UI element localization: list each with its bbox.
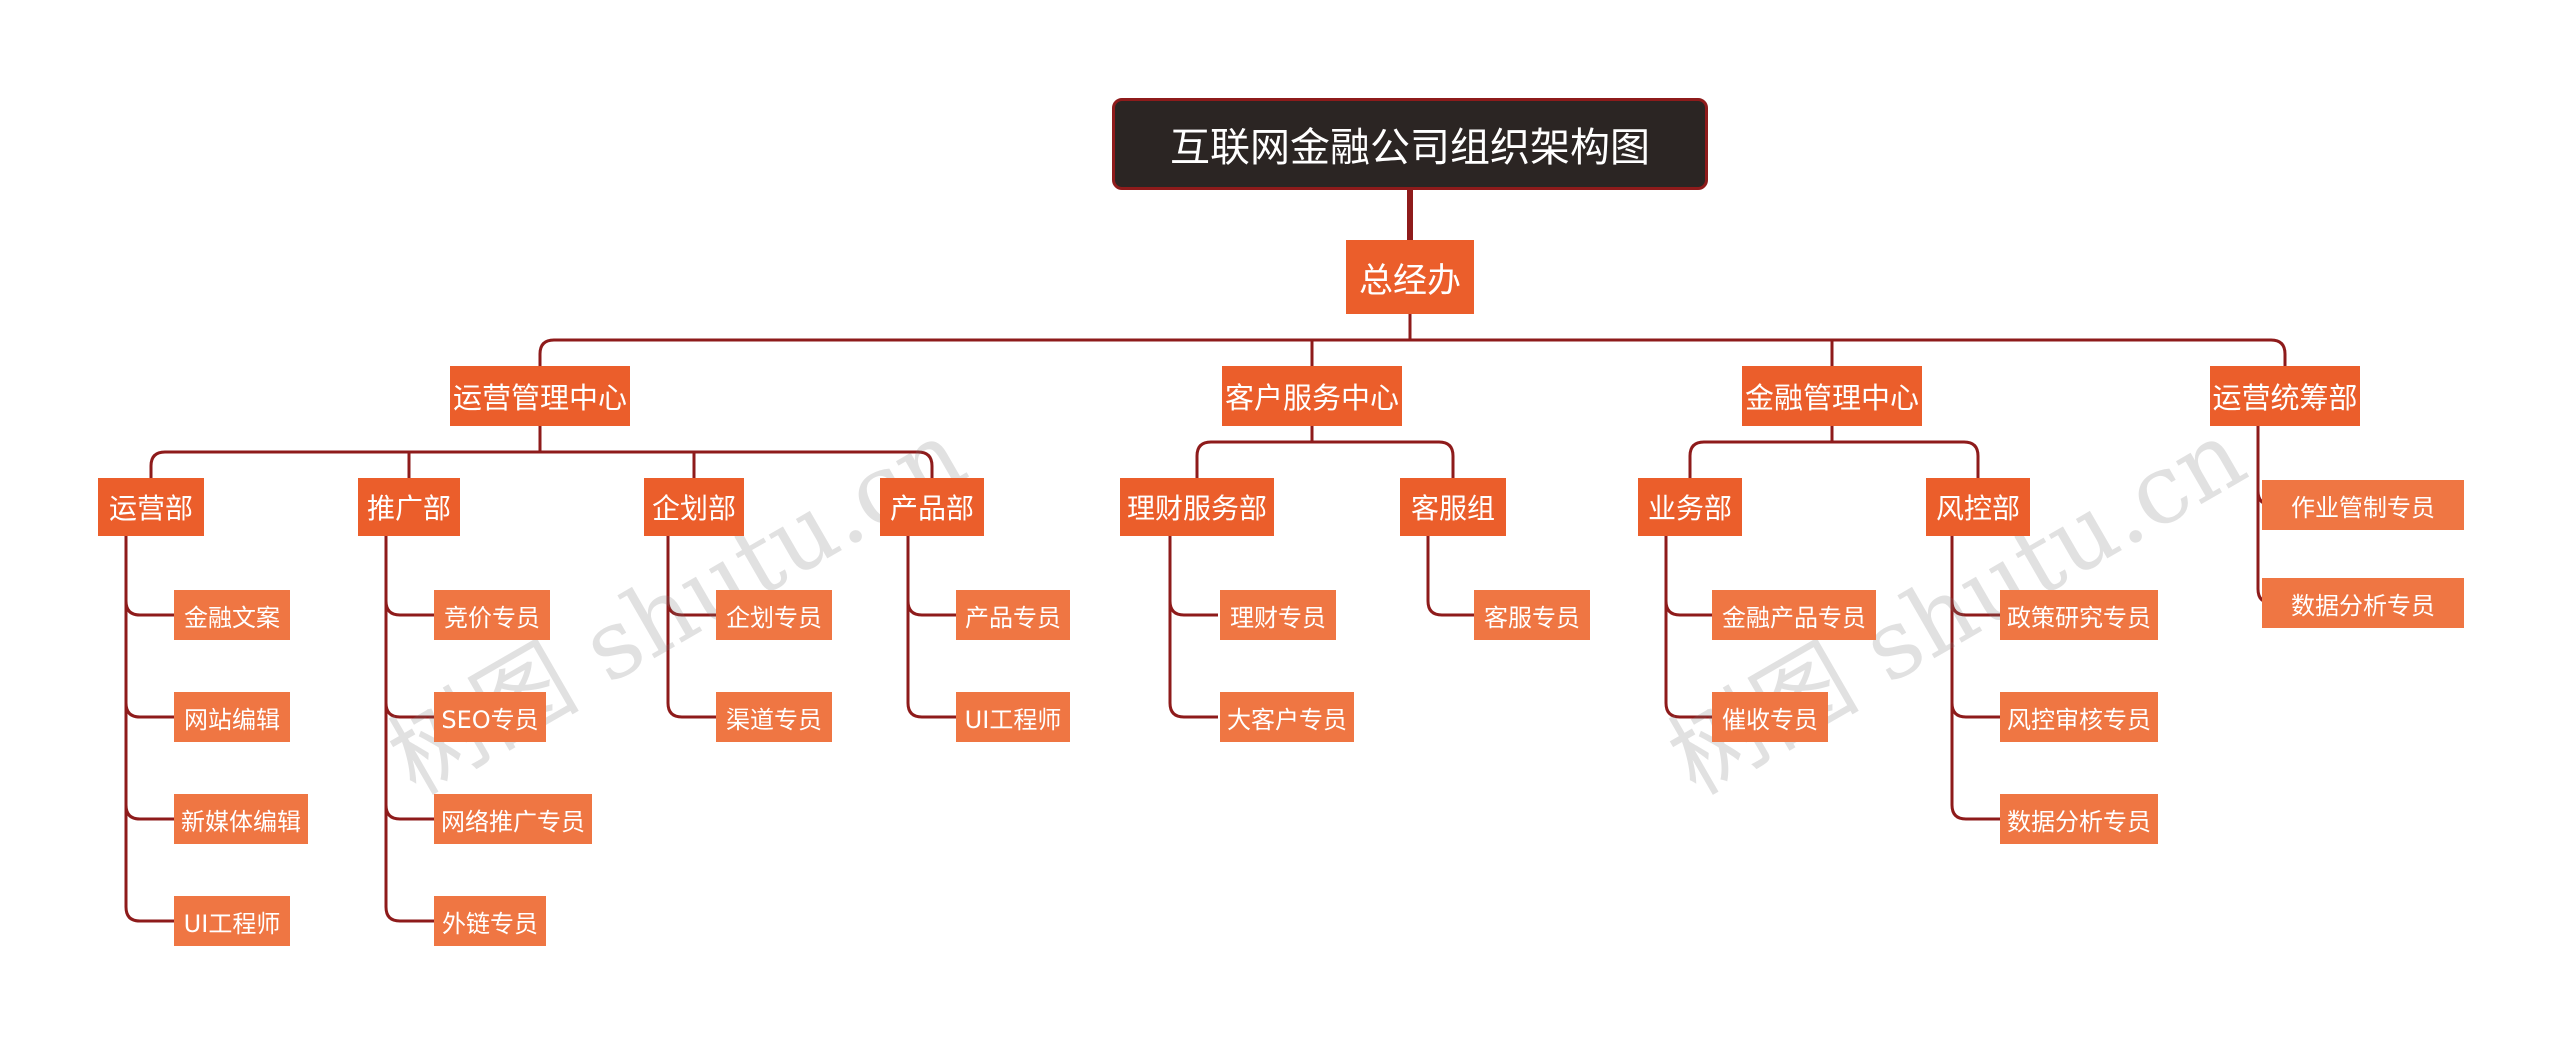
connector-line-17 bbox=[384, 536, 434, 923]
dept-licai: 理财服务部 bbox=[1120, 478, 1274, 536]
role-shuju-fenxi-2: 数据分析专员 bbox=[2262, 578, 2464, 628]
dept-qihua: 企划部 bbox=[644, 478, 744, 536]
role-ui-engineer: UI工程师 bbox=[174, 896, 290, 946]
role-ui-engineer-2: UI工程师 bbox=[956, 692, 1070, 742]
role-xinmeiti-bianji: 新媒体编辑 bbox=[174, 794, 308, 844]
role-zhengce-yanjiu: 政策研究专员 bbox=[2000, 590, 2158, 640]
connector-line-15 bbox=[124, 702, 174, 719]
role-chanpin: 产品专员 bbox=[956, 590, 1070, 640]
node-general-office: 总经办 bbox=[1346, 240, 1474, 314]
connector-line-32 bbox=[1950, 702, 2000, 719]
role-wangzhan-bianji: 网站编辑 bbox=[174, 692, 290, 742]
role-zuoye-guanzhi: 作业管制专员 bbox=[2262, 480, 2464, 530]
role-jingjia: 竞价专员 bbox=[434, 590, 550, 640]
dept-yewu: 业务部 bbox=[1638, 478, 1742, 536]
connector-line-22 bbox=[666, 600, 716, 617]
role-qudao: 渠道专员 bbox=[716, 692, 832, 742]
connector-line-26 bbox=[1168, 600, 1218, 617]
dept-yunying: 运营部 bbox=[98, 478, 204, 536]
connector-line-24 bbox=[906, 600, 956, 617]
node-ops-coordination: 运营统筹部 bbox=[2210, 366, 2360, 426]
dept-chanpin: 产品部 bbox=[880, 478, 984, 536]
connector-line-30 bbox=[1950, 536, 2000, 821]
role-licai: 理财专员 bbox=[1220, 590, 1336, 640]
role-qihua: 企划专员 bbox=[716, 590, 832, 640]
connector-line-21 bbox=[666, 536, 716, 719]
role-shuju-fenxi: 数据分析专员 bbox=[2000, 794, 2158, 844]
connector-line-19 bbox=[384, 702, 434, 719]
connector-line-23 bbox=[906, 536, 956, 719]
role-cuishou: 催收专员 bbox=[1712, 692, 1828, 742]
connector-line-18 bbox=[384, 600, 434, 617]
connector-line-28 bbox=[1664, 536, 1714, 719]
dept-fengkong: 风控部 bbox=[1926, 478, 2030, 536]
role-kefu: 客服专员 bbox=[1474, 590, 1590, 640]
connector-line-13 bbox=[124, 536, 174, 923]
connector-line-27 bbox=[1426, 536, 1476, 617]
connector-line-16 bbox=[124, 804, 174, 821]
connector-line-20 bbox=[384, 804, 434, 821]
role-wangluo-tuiguang: 网络推广专员 bbox=[434, 794, 592, 844]
role-seo: SEO专员 bbox=[434, 692, 546, 742]
role-jinrong-wenan: 金融文案 bbox=[174, 590, 290, 640]
role-wailian: 外链专员 bbox=[434, 896, 546, 946]
role-jinrong-chanpin: 金融产品专员 bbox=[1712, 590, 1876, 640]
dept-tuiguang: 推广部 bbox=[358, 478, 460, 536]
role-fengkong-shenhe: 风控审核专员 bbox=[2000, 692, 2158, 742]
connector-line-29 bbox=[1664, 600, 1714, 617]
connector-line-10 bbox=[1195, 440, 1455, 478]
connector-line-2 bbox=[538, 338, 2287, 366]
node-customer-center: 客户服务中心 bbox=[1222, 366, 1402, 426]
connector-line-25 bbox=[1168, 536, 1218, 719]
dept-kefu: 客服组 bbox=[1400, 478, 1506, 536]
node-ops-center: 运营管理中心 bbox=[450, 366, 630, 426]
chart-title: 互联网金融公司组织架构图 bbox=[1112, 98, 1708, 190]
role-dakehu: 大客户专员 bbox=[1220, 692, 1354, 742]
node-finance-center: 金融管理中心 bbox=[1742, 366, 1922, 426]
connector-line-31 bbox=[1950, 600, 2000, 617]
connector-line-12 bbox=[1688, 440, 1980, 478]
connector-line-6 bbox=[149, 450, 934, 478]
connector-line-14 bbox=[124, 600, 174, 617]
